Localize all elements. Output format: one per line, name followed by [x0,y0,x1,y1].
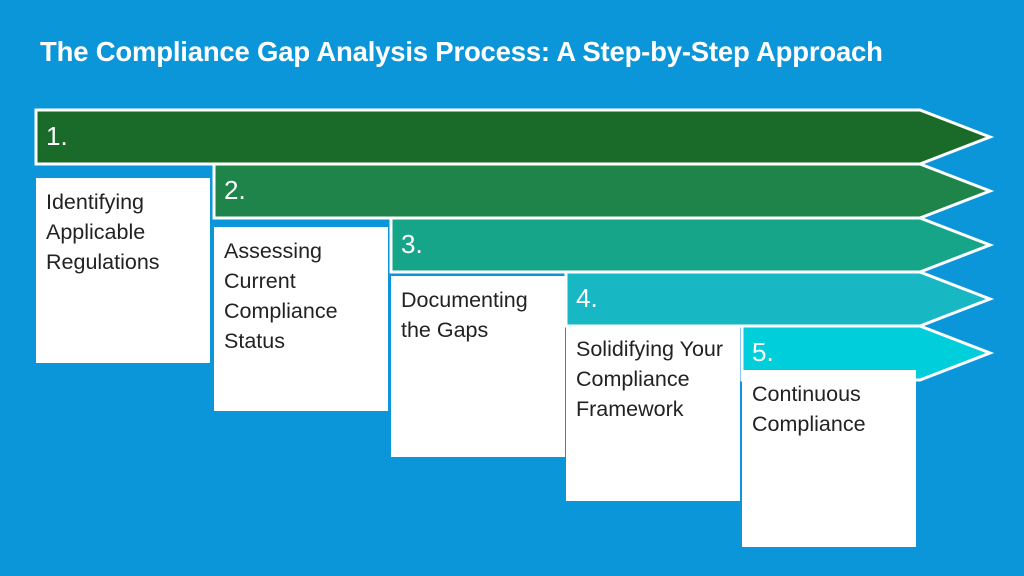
step-number-2: 2. [224,175,246,205]
step-label-box-4[interactable]: Solidifying Your Compliance Framework [566,325,740,501]
step-label-box-3[interactable]: Documenting the Gaps [391,276,565,457]
page-title: The Compliance Gap Analysis Process: A S… [40,36,883,67]
step-number-4: 4. [576,283,598,313]
step-label-2: Assessing Current Compliance Status [224,239,338,354]
step-label-box-5[interactable]: Continuous Compliance [742,370,916,547]
step-label-5: Continuous Compliance [752,382,866,437]
step-label-3: Documenting the Gaps [401,288,528,343]
step-number-5: 5. [752,337,774,367]
step-label-box-2[interactable]: Assessing Current Compliance Status [214,227,388,411]
step-label-4: Solidifying Your Compliance Framework [576,337,724,422]
step-label-1: Identifying Applicable Regulations [46,190,160,275]
step-label-box-1[interactable]: Identifying Applicable Regulations [36,178,210,363]
step-number-1: 1. [46,121,68,151]
step-number-3: 3. [401,229,423,259]
